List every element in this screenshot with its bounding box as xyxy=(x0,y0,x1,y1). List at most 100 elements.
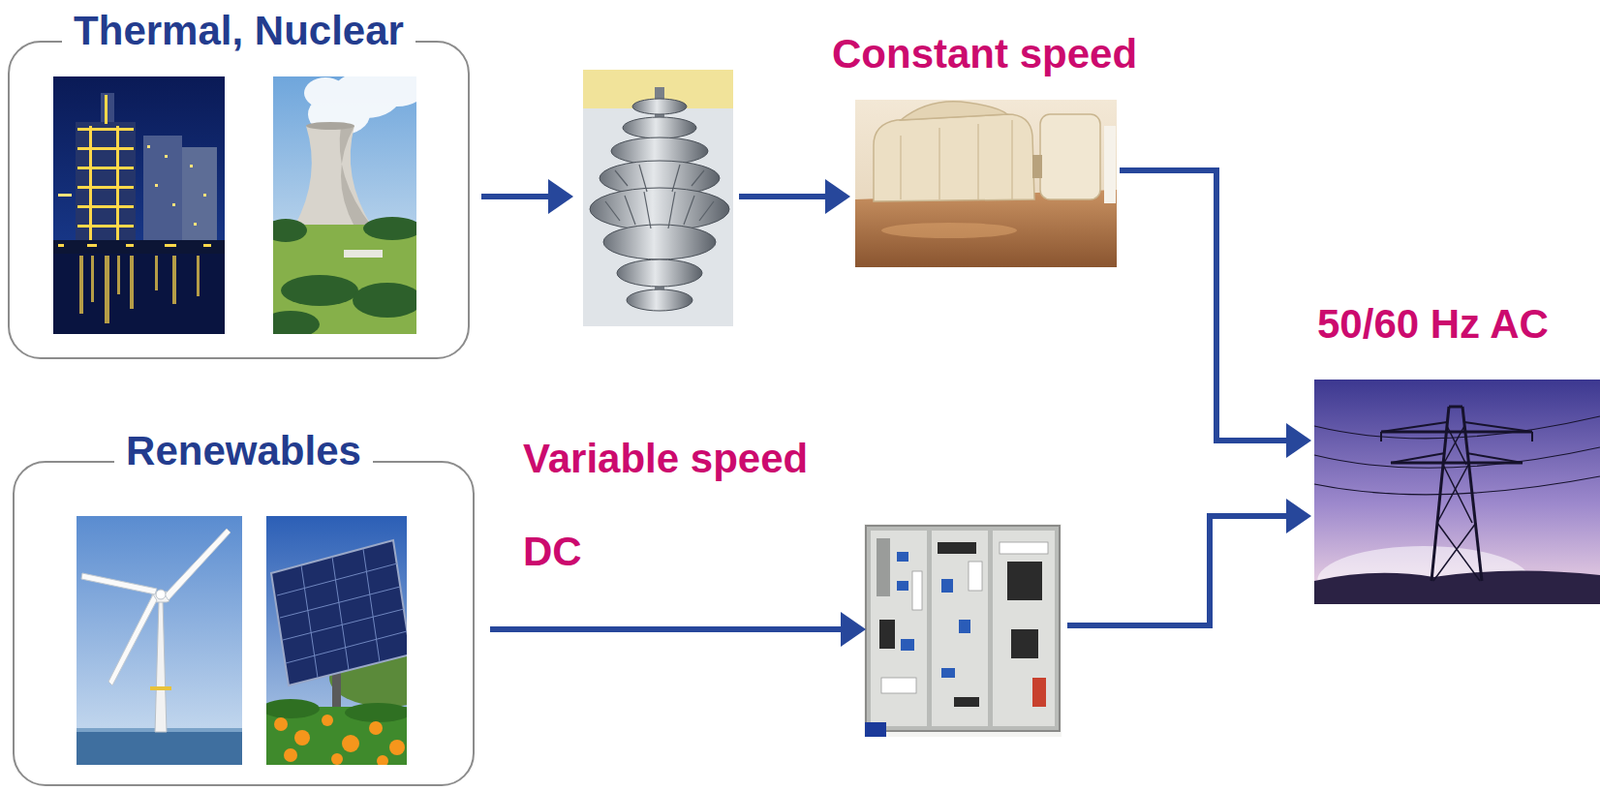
converter-cabinet-photo-part-part xyxy=(999,542,1048,554)
cooling-tower-photo-part-part xyxy=(368,76,417,107)
solar-panel-photo-part xyxy=(276,549,407,678)
power-plant-photo-part xyxy=(58,145,207,226)
turbine-photo-part-part xyxy=(622,117,697,139)
solar-panel-photo-part-part xyxy=(344,703,407,723)
power-plant-photo-part-part xyxy=(58,244,64,247)
transmission-tower-photo-part-part xyxy=(1381,430,1533,434)
converter-cabinet-photo-part-part xyxy=(896,552,909,562)
transmission-tower-photo-part-part xyxy=(1443,464,1473,524)
arrow-head-part xyxy=(840,612,866,647)
solar-panel-photo-part xyxy=(266,699,407,723)
wind-turbine-photo-part xyxy=(76,728,243,766)
transmission-tower-photo-part-part xyxy=(1464,422,1533,432)
turbine-photo-part-part xyxy=(626,289,693,311)
power-plant-photo-part-part xyxy=(116,125,120,243)
turbine-photo-part-part xyxy=(605,201,620,221)
generator-photo xyxy=(855,99,1117,268)
converter-cabinet-photo-part-part xyxy=(941,668,955,678)
power-plant-photo-part-part xyxy=(164,154,168,158)
wind-turbine-photo-part xyxy=(150,686,172,691)
turbine-photo-part xyxy=(583,69,734,327)
converter-cabinet-photo-part xyxy=(1032,677,1047,708)
solar-panel-photo-part-part xyxy=(331,753,343,766)
solar-panel-photo-part-part xyxy=(332,556,349,671)
converter-cabinet-photo-part-part xyxy=(968,561,983,591)
cooling-tower-photo-part xyxy=(304,76,417,136)
power-plant-photo-part-part xyxy=(104,94,108,124)
solar-panel-photo-part-part xyxy=(274,717,288,732)
transmission-tower-photo xyxy=(1314,379,1600,605)
power-plant-photo-part-part xyxy=(77,147,134,151)
generator-photo-part-part xyxy=(938,127,940,200)
solar-panel-photo-part-part xyxy=(376,755,389,766)
converter-cabinet-photo-part-part xyxy=(912,571,923,611)
wind-turbine-photo-part xyxy=(81,573,157,595)
turbine-photo-part-part xyxy=(672,164,680,192)
generator-photo-part xyxy=(873,114,1035,202)
converter-cabinet-photo-part-part xyxy=(879,619,895,649)
wind-turbine-photo-part xyxy=(164,528,231,601)
arrow-head-part xyxy=(825,179,851,215)
flow-line-part xyxy=(490,626,845,633)
transmission-tower-photo-part-part xyxy=(1466,453,1523,463)
converter-cabinet-photo-part xyxy=(881,542,1048,694)
generator-photo-part xyxy=(1040,114,1101,200)
turbine-photo-part-part xyxy=(644,191,651,229)
converter-cabinet-photo-part xyxy=(870,530,927,727)
generator-photo-part-part xyxy=(1011,120,1013,200)
turbine-photo-part-part xyxy=(699,201,714,221)
generator-photo-part-part xyxy=(977,123,979,200)
solar-panel-photo-part-part xyxy=(369,721,383,736)
power-plant-photo-part-part xyxy=(154,255,158,291)
wind-turbine-photo-part xyxy=(155,589,166,600)
transmission-tower-photo-part-part xyxy=(1446,426,1467,465)
turbine-photo-part-part xyxy=(668,191,676,229)
converter-cabinet-photo-part-part xyxy=(900,639,915,651)
cooling-tower-photo-part xyxy=(339,125,372,227)
converter-cabinet-photo-part-part xyxy=(881,677,917,694)
power-plant-photo-part-part xyxy=(193,222,197,226)
cooling-tower-photo-part xyxy=(294,125,372,227)
solar-panel-photo-part-part xyxy=(285,631,407,664)
cooling-tower-photo-part-part xyxy=(363,216,417,241)
transmission-tower-photo-part-part xyxy=(1437,464,1469,524)
power-plant-photo-part-part xyxy=(87,244,97,247)
solar-panel-photo-part xyxy=(274,714,405,766)
power-plant-photo-part-part xyxy=(164,244,177,247)
group-heading: Renewables xyxy=(114,428,373,475)
solar-panel-photo-part-part xyxy=(321,714,334,727)
transmission-tower-photo-part-part xyxy=(1381,422,1447,432)
turbine-photo-part-part xyxy=(632,98,687,115)
converter-cabinet-photo-part xyxy=(865,525,1060,732)
power-plant-photo-part-part xyxy=(147,145,151,149)
renewables-group-box: Renewables xyxy=(12,461,475,787)
transmission-tower-photo-part-part xyxy=(1390,453,1446,463)
arrow-head-part xyxy=(1286,498,1312,534)
turbine-photo-part-part xyxy=(615,170,628,186)
cooling-tower-photo-part xyxy=(343,249,383,258)
transmission-tower-photo-part-part xyxy=(1380,431,1383,442)
power-plant-photo-part-part xyxy=(125,244,134,247)
wind-turbine-photo-part xyxy=(108,594,157,686)
converter-cabinet-photo-part xyxy=(879,542,1043,708)
turbine-photo-part-part xyxy=(683,195,695,225)
power-plant-photo-part xyxy=(58,244,212,247)
cooling-tower-photo-part xyxy=(273,216,417,335)
power-plant-photo-part xyxy=(53,253,225,335)
power-plant-photo-part xyxy=(53,240,225,254)
solar-panel-photo-part-part xyxy=(266,699,320,719)
transmission-tower-photo-part-part xyxy=(1531,431,1534,442)
wind-turbine-photo-part xyxy=(76,516,243,766)
cooling-tower-photo-part-part xyxy=(304,77,347,109)
power-plant-photo-part xyxy=(77,94,134,243)
turbine-photo-part-part xyxy=(616,259,703,287)
generator-photo-part xyxy=(855,99,1117,268)
converter-cabinet-photo-part xyxy=(992,530,1055,727)
transmission-tower-photo-part-part xyxy=(1433,523,1477,582)
power-plant-photo-part xyxy=(100,92,115,126)
converter-cabinet-photo-part-part xyxy=(941,579,954,593)
power-plant-photo-part-part xyxy=(58,193,72,197)
transmission-tower-photo-part-part xyxy=(1390,461,1523,465)
power-plant-photo-part-part xyxy=(117,255,121,295)
converter-cabinet-photo-part xyxy=(931,530,988,727)
